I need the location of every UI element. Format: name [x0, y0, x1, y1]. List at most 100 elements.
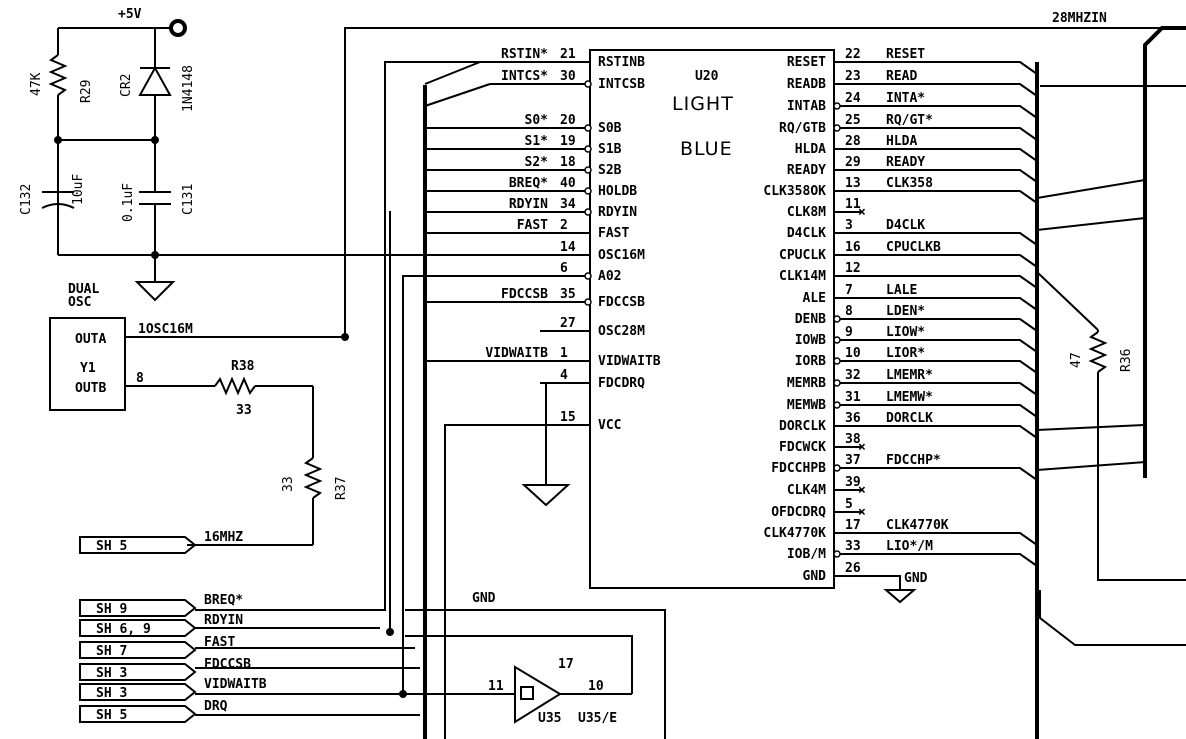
right-pin-name: INTAB [787, 99, 826, 114]
right-pin-num: 5 [845, 497, 853, 512]
off-sheet-net: FDCCSB [204, 657, 251, 672]
osc-pin-a: OUTA [75, 332, 106, 347]
left-pin-name: VCC [598, 418, 621, 433]
left-pin-num: 30 [560, 69, 576, 84]
left-pin-net: S2* [525, 155, 549, 170]
right-pin-net: READY [886, 155, 925, 170]
right-pin-num: 9 [845, 325, 853, 340]
r29-ref: R29 [79, 80, 94, 103]
right-pin-num: 23 [845, 69, 861, 84]
off-sheet-net: RDYIN [204, 613, 243, 628]
right-pin-name: OFDCDRQ [771, 505, 826, 520]
right-pin-num: 16 [845, 240, 861, 255]
right-pin-name: ALE [803, 291, 826, 306]
off-sheet-ref: SH 6, 9 [96, 622, 151, 637]
right-pin-num: 7 [845, 283, 853, 298]
right-pin-name: CPUCLK [779, 248, 826, 263]
right-pin-num: 37 [845, 453, 861, 468]
u35-pin-out: 10 [588, 679, 604, 694]
left-pin-net: RSTIN* [501, 47, 548, 62]
r29-value: 47K [29, 72, 44, 96]
chip-ref: U20 [695, 69, 719, 84]
left-pin-num: 2 [560, 218, 568, 233]
right-pin-num: 22 [845, 47, 861, 62]
right-pin-net: LALE [886, 283, 917, 298]
right-pin-net: HLDA [886, 134, 917, 149]
chip-name-2: BLUE [680, 138, 733, 160]
left-pin-name: INTCSB [598, 77, 645, 92]
off-sheet-ref: SH 7 [96, 644, 127, 659]
right-pin-name: FDCWCK [779, 440, 826, 455]
no-connect-mark: × [858, 440, 866, 455]
right-pin-name: CLK358OK [763, 184, 826, 199]
right-pin-num: 31 [845, 390, 861, 405]
off-sheet-arrow [79, 705, 197, 723]
left-pin-num: 27 [560, 316, 576, 331]
off-sheet-net: VIDWAITB [204, 677, 267, 692]
off-sheet-net: DRQ [204, 699, 228, 714]
right-pin-num: 33 [845, 539, 861, 554]
left-pin-name: FDCCSB [598, 295, 645, 310]
osc-ref: Y1 [80, 361, 96, 376]
c131-value: 0.1uF [121, 183, 136, 222]
r37-resistor [303, 457, 323, 499]
right-pin-name: MEMWB [787, 398, 826, 413]
right-pin-name: CLK4M [787, 483, 826, 498]
cr2-value: 1N4148 [181, 65, 196, 112]
r38-resistor [214, 376, 256, 396]
left-pin-name: RSTINB [598, 55, 645, 70]
far-right-bus [1143, 26, 1186, 478]
right-pin-name: CLK4770K [763, 526, 826, 541]
right-pin-name: DORCLK [779, 419, 826, 434]
r36-ref: R36 [1119, 349, 1134, 372]
right-pin-num: 24 [845, 91, 861, 106]
right-pin-name: MEMRB [787, 376, 826, 391]
off-sheet-net: 16MHZ [204, 530, 243, 545]
right-pin-num: 17 [845, 518, 861, 533]
right-pin-num: 36 [845, 411, 861, 426]
right-pin-name: D4CLK [787, 226, 826, 241]
right-pin-net: RESET [886, 47, 925, 62]
r36-resistor [1088, 331, 1108, 373]
left-pin-num: 1 [560, 346, 568, 361]
right-pin-num: 32 [845, 368, 861, 383]
right-pin-name: IORB [795, 354, 826, 369]
off-sheet-ref: SH 9 [96, 602, 127, 617]
r38-value: 33 [236, 403, 252, 418]
off-sheet-arrow [79, 641, 197, 659]
left-pin-net: S0* [525, 113, 549, 128]
cr2-diode [138, 65, 172, 96]
right-pin-num: 25 [845, 113, 861, 128]
right-pin-num: 13 [845, 176, 861, 191]
off-sheet-arrow [79, 536, 197, 554]
right-pin-net: DORCLK [886, 411, 933, 426]
left-pin-name: S1B [598, 142, 622, 157]
left-pin-num: 15 [560, 410, 576, 425]
right-pin-name: IOB/M [787, 547, 826, 562]
off-sheet-ref: SH 5 [96, 539, 127, 554]
u35-schmitt-icon [520, 686, 534, 700]
right-pin-net: RQ/GT* [886, 113, 933, 128]
no-connect-mark: × [858, 205, 866, 220]
ground-symbol-fdcdrq [521, 484, 571, 507]
off-sheet-ref: SH 3 [96, 686, 127, 701]
u35-pin-in: 11 [488, 679, 504, 694]
osc-pin-b-num: 8 [136, 371, 144, 386]
left-pin-net: RDYIN [509, 197, 548, 212]
right-pin-net: CLK358 [886, 176, 933, 191]
left-pin-net: S1* [525, 134, 549, 149]
r36-value: 47 [1069, 352, 1084, 368]
right-pin-num: 3 [845, 218, 853, 233]
left-pin-num: 18 [560, 155, 576, 170]
vcc-terminal [169, 19, 187, 37]
off-sheet-net: FAST [204, 635, 235, 650]
chip-left-pins: 21RSTINBRSTIN*30INTCSBINTCS*20S0BS0*19S1… [384, 47, 661, 433]
right-pin-net: INTA* [886, 91, 925, 106]
left-pin-num: 35 [560, 287, 576, 302]
right-pin-num: 26 [845, 561, 861, 576]
left-pin-net: VIDWAITB [485, 346, 548, 361]
left-pin-num: 20 [560, 113, 576, 128]
osc-net-a: 1OSC16M [138, 322, 193, 337]
left-pin-name: A02 [598, 269, 621, 284]
